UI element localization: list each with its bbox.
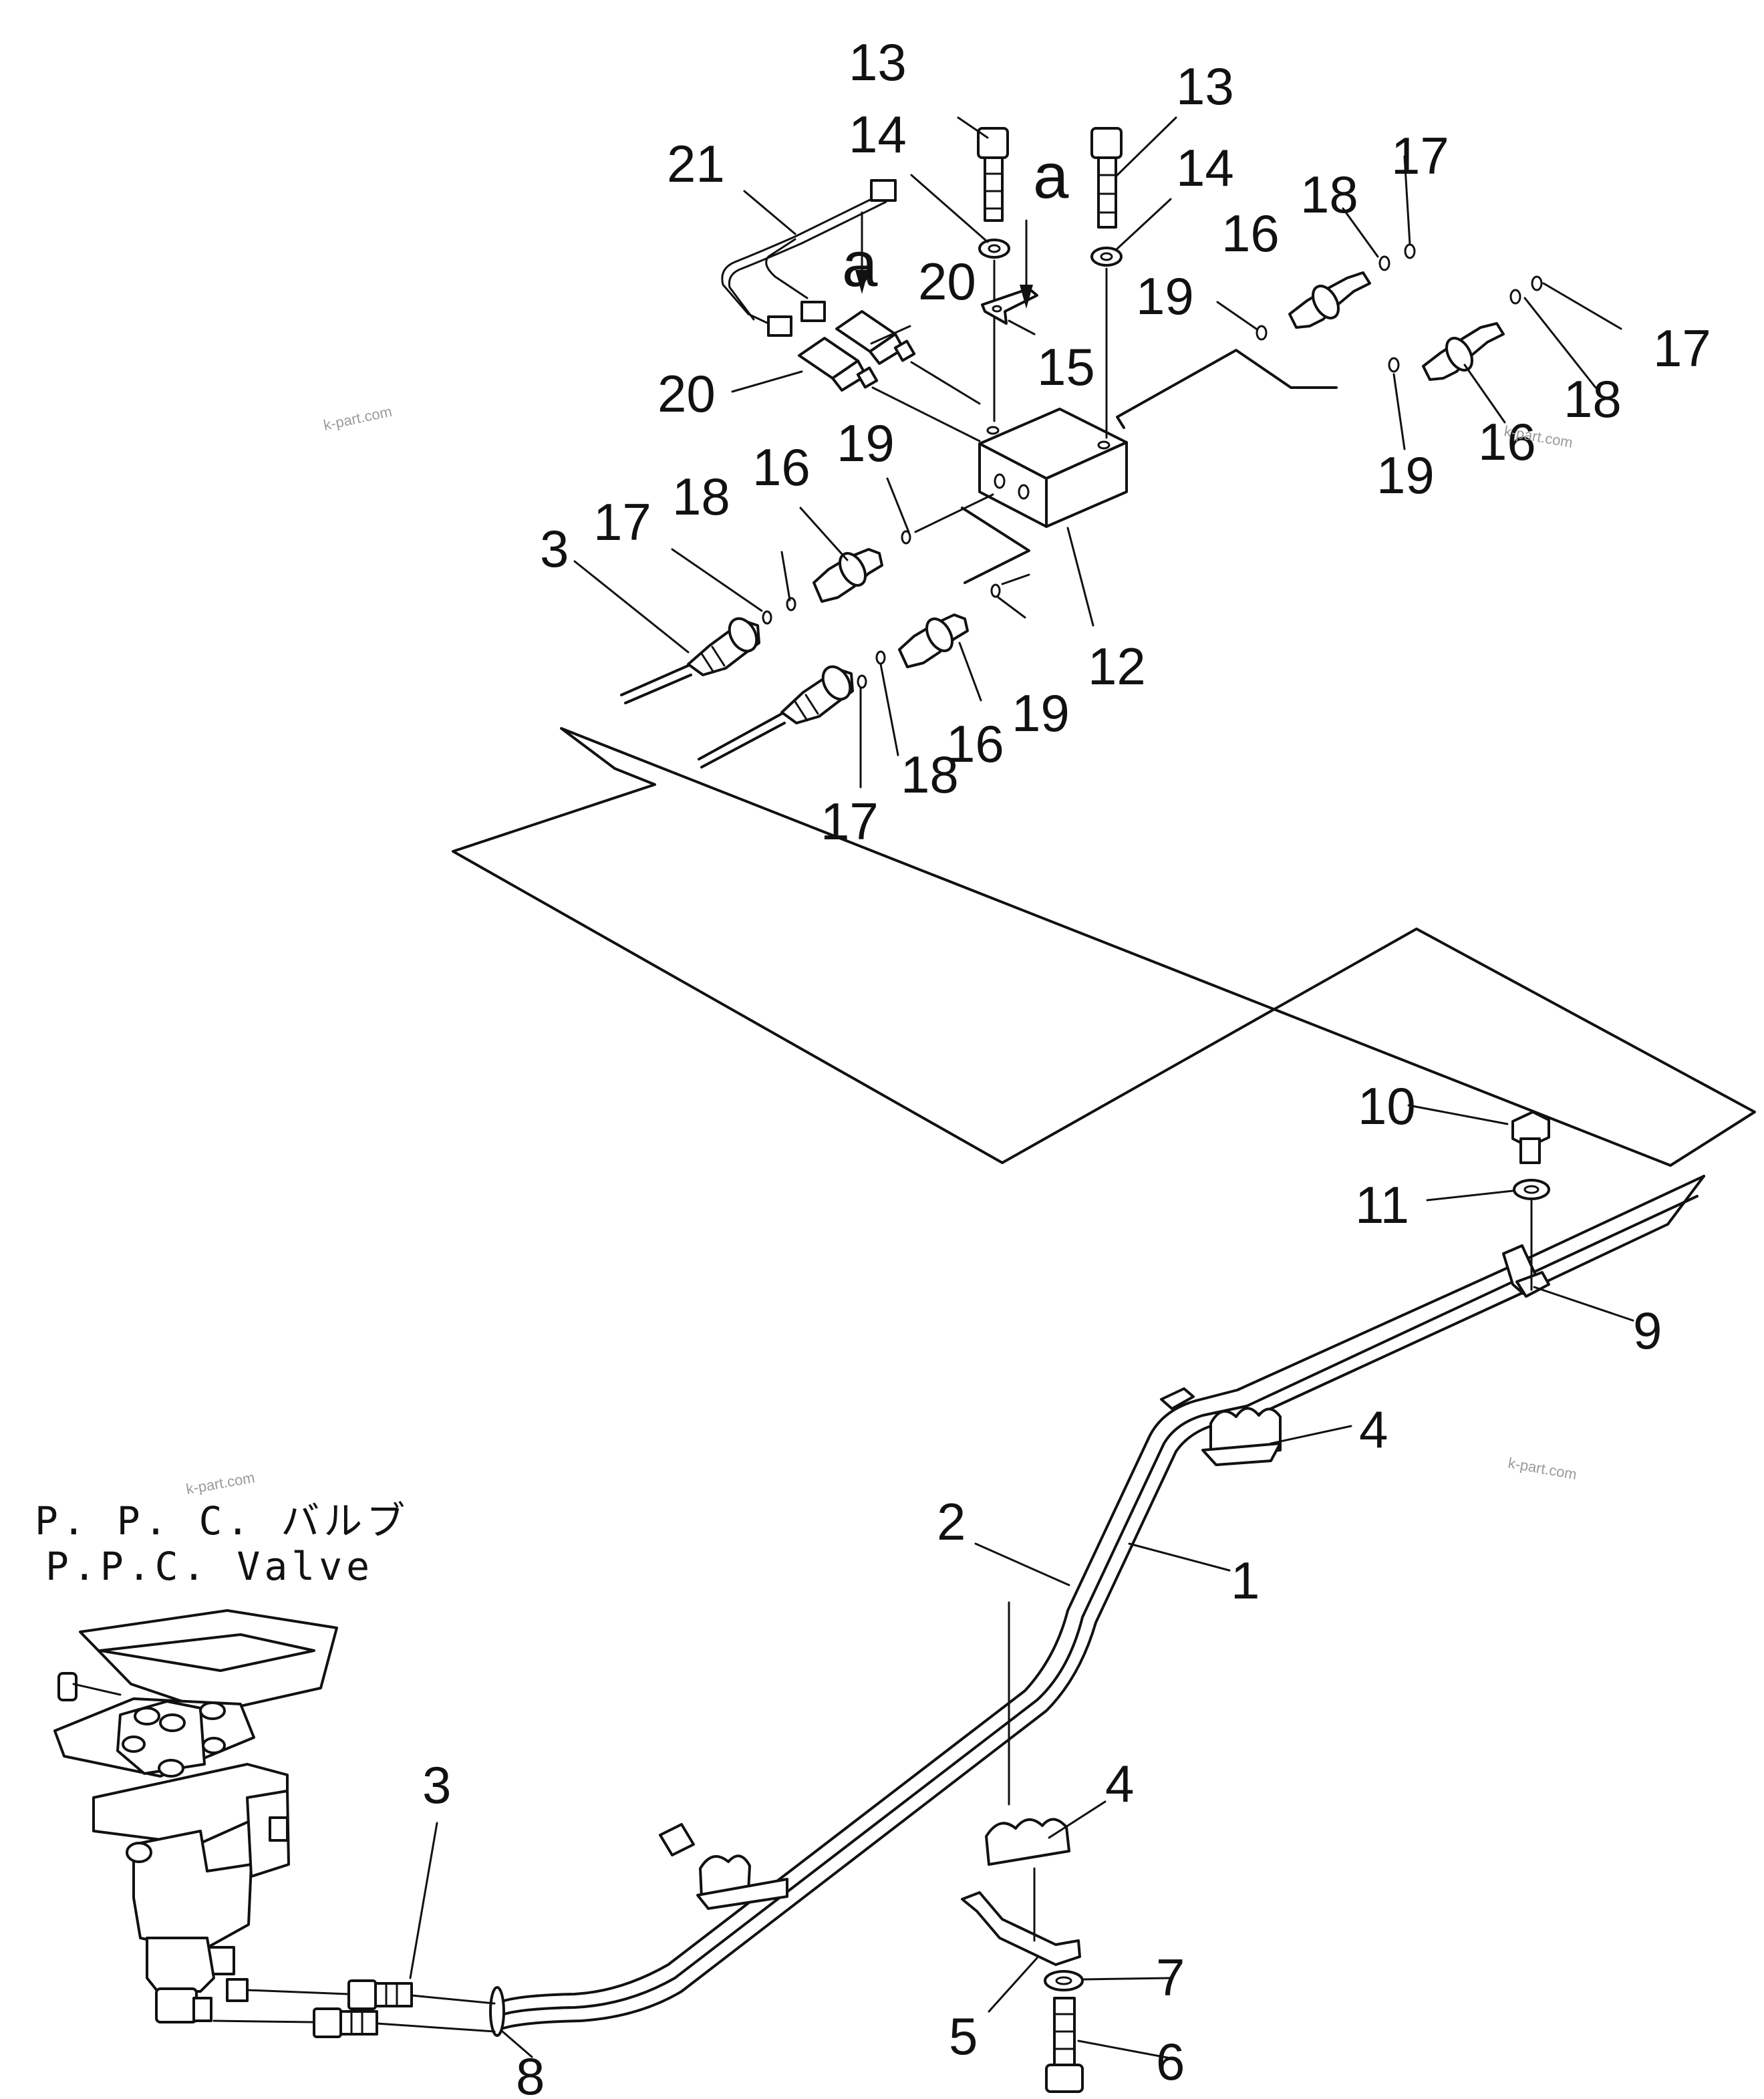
callout-12: 12 xyxy=(1088,637,1146,696)
callout-10: 10 xyxy=(1358,1077,1416,1135)
junction-block xyxy=(978,408,1128,528)
hose-fitting-icon xyxy=(813,548,883,603)
valve-caption-english: P.P.C. Valve xyxy=(45,1544,374,1589)
callout-14: 14 xyxy=(849,105,907,164)
clamp-icon xyxy=(659,1823,788,1910)
clamp-icon xyxy=(1160,1387,1282,1466)
view-marker-a: a xyxy=(842,229,878,300)
callout-3: 3 xyxy=(540,519,569,578)
callout-16: 16 xyxy=(752,438,811,497)
o-ring-icon xyxy=(762,530,1001,689)
callout-16: 16 xyxy=(946,714,1004,773)
band-clamp-icon xyxy=(489,1986,505,2037)
washer-icon xyxy=(1044,1970,1084,1991)
washer-icon xyxy=(978,239,1010,259)
valve-caption-japanese: P. P. C. バルブ xyxy=(35,1498,409,1544)
hose-end-icon xyxy=(347,1979,413,2010)
callout-4: 4 xyxy=(1359,1400,1388,1459)
callout-17: 17 xyxy=(1653,319,1711,378)
callout-11: 11 xyxy=(1355,1175,1409,1234)
callout-5: 5 xyxy=(949,2007,978,2066)
hose-end-icon xyxy=(620,617,760,704)
hose-fitting-icon xyxy=(898,613,969,668)
bolt-icon xyxy=(977,127,1009,222)
callout-17: 17 xyxy=(1391,126,1449,185)
ppc-valve-icon xyxy=(53,1609,338,2023)
view-arrow-icon xyxy=(855,211,869,294)
upper-assembly-outline xyxy=(452,349,1756,1167)
callout-3: 3 xyxy=(422,1756,451,1814)
leader-lines xyxy=(409,116,1634,2060)
bolt-icon xyxy=(1045,1997,1084,2093)
pressure-switch-icon xyxy=(798,337,879,392)
callout-2: 2 xyxy=(937,1492,966,1551)
callout-19: 19 xyxy=(1376,446,1435,505)
callout-13: 13 xyxy=(1176,57,1234,116)
callout-19: 19 xyxy=(837,414,895,472)
callout-13: 13 xyxy=(849,33,907,92)
callout-17: 17 xyxy=(593,493,651,551)
callout-8: 8 xyxy=(516,2047,545,2099)
hose-end-icon xyxy=(313,2007,378,2038)
hose-fitting-icon xyxy=(1422,322,1505,381)
callout-16: 16 xyxy=(1221,204,1280,263)
view-arrow-icon xyxy=(1020,219,1033,309)
callout-19: 19 xyxy=(1136,267,1194,325)
callout-17: 17 xyxy=(821,792,879,851)
washer-icon xyxy=(1090,247,1123,267)
callout-21: 21 xyxy=(667,134,725,193)
watermark: k-part.com xyxy=(185,1469,257,1498)
steel-tube xyxy=(493,1175,1705,2033)
clamp-icon xyxy=(1502,1244,1550,1298)
callout-7: 7 xyxy=(1156,1948,1185,2007)
clamp-icon xyxy=(985,1818,1070,1866)
callout-15: 15 xyxy=(1037,337,1095,396)
callout-4: 4 xyxy=(1105,1754,1134,1813)
callout-18: 18 xyxy=(672,467,730,526)
view-marker-a: a xyxy=(1033,140,1069,212)
bolt-icon xyxy=(1090,127,1123,229)
callout-14: 14 xyxy=(1176,138,1234,197)
washer-icon xyxy=(1513,1179,1550,1200)
bracket-icon xyxy=(961,1891,1081,1966)
callout-18: 18 xyxy=(901,745,959,804)
wiring-harness-icon xyxy=(721,179,897,337)
pressure-switch-icon xyxy=(835,310,916,365)
callout-6: 6 xyxy=(1156,2032,1185,2091)
callout-9: 9 xyxy=(1633,1301,1662,1360)
watermark: k-part.com xyxy=(322,403,394,434)
callout-18: 18 xyxy=(1564,370,1622,428)
callout-20: 20 xyxy=(657,364,716,423)
callout-1: 1 xyxy=(1231,1551,1260,1610)
callout-18: 18 xyxy=(1300,165,1358,224)
callout-19: 19 xyxy=(1012,684,1070,742)
callout-20: 20 xyxy=(918,252,976,311)
hose-end-icon xyxy=(698,665,854,768)
bolt-icon xyxy=(1511,1111,1550,1164)
watermark: k-part.com xyxy=(1507,1454,1578,1483)
hose-fitting-icon xyxy=(1288,271,1371,329)
callout-labels: 13 13 14 14 21 20 20 15 18 17 16 19 17 1… xyxy=(422,33,1711,2099)
callout-16: 16 xyxy=(1478,412,1536,471)
